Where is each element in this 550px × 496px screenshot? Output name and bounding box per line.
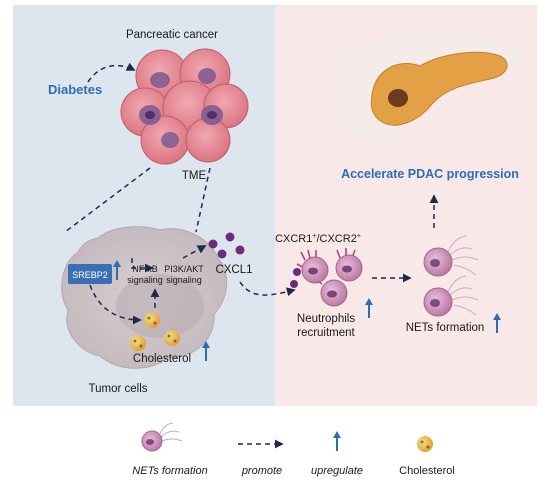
legend-cholesterol-label: Cholesterol: [399, 465, 455, 477]
diabetes-label: Diabetes: [48, 82, 102, 97]
neutrophils-label-line2: recruitment: [297, 327, 355, 339]
pi3k-label-line1: PI3K/AKT: [164, 264, 204, 274]
legend-cholesterol-icon: [417, 436, 433, 452]
cholesterol-label: Cholesterol: [133, 353, 191, 365]
nets-cells: [423, 235, 479, 317]
pathway-arrows: [64, 62, 439, 325]
pi3k-label-line2: signaling: [166, 275, 202, 285]
pancreatic-cancer-label: Pancreatic cancer: [126, 29, 218, 41]
nfkb-label-line1: NF-κB: [132, 264, 158, 274]
srebp2-box: [68, 264, 112, 284]
arrow-cxcl1-to-neutrophils: [239, 281, 296, 297]
cholesterol-droplets: [130, 312, 180, 351]
legend-nets-icon: [141, 422, 183, 452]
neutrophils-group: [296, 248, 363, 307]
cancer-cell-cluster: [120, 48, 249, 165]
cxcr-label: CXCR1+/CXCR2+: [275, 233, 361, 245]
cxcl1-label: CXCL1: [215, 264, 252, 276]
tme-label: TME: [182, 170, 207, 182]
cxcl1-chemokines: [208, 232, 301, 288]
nets-formation-label: NETs formation: [406, 322, 485, 334]
tme-right-link: [195, 167, 211, 233]
nfkb-label-line2: signaling: [127, 275, 163, 285]
accelerate-pdac-label: Accelerate PDAC progression: [341, 167, 519, 181]
pancreas-organ-illustration: [333, 34, 522, 143]
arrow-diabetes-to-cancer: [87, 62, 136, 83]
legend-upregulate-icon: [333, 431, 341, 451]
legend-promote-label: promote: [241, 465, 282, 477]
legend-nets-label: NETs formation: [132, 465, 207, 477]
legend: NETs formation promote upregulate Choles…: [132, 422, 455, 477]
arrow-signaling-to-cxcl1: [182, 245, 207, 259]
legend-upregulate-label: upregulate: [311, 465, 363, 477]
tumor-cells-label: Tumor cells: [89, 383, 148, 395]
upregulate-arrows: [113, 260, 501, 361]
neutrophils-label-line1: Neutrophils: [297, 313, 355, 325]
arrow-srebp2-to-nfkb: [131, 258, 154, 273]
srebp2-label: SREBP2: [72, 270, 108, 280]
